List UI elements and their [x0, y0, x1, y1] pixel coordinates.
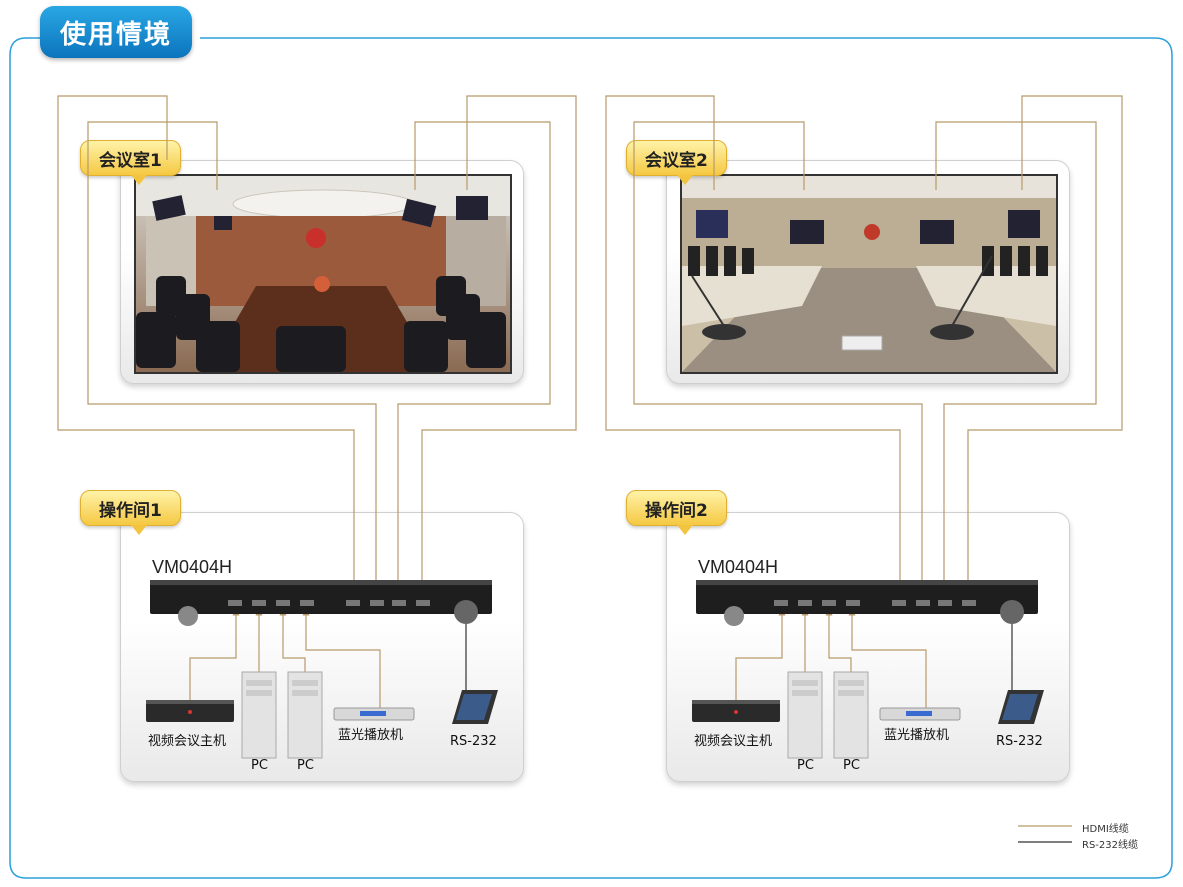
- ops1-video-conf-device: [146, 700, 234, 722]
- ops2-bluray-label: 蓝光播放机: [884, 728, 950, 743]
- ops1-pc2-tower: [287, 671, 323, 759]
- ops1-rs232-label: RS-232: [450, 734, 497, 749]
- ops1-model-label: VM0404H: [152, 557, 233, 577]
- ops2-pc2-label: PC: [843, 758, 860, 773]
- ops1-video-conf-label: 视频会议主机: [148, 734, 227, 749]
- room1-photo: [134, 174, 512, 374]
- ops1-pc1-label: PC: [251, 758, 268, 773]
- ops1-pc1-tower: [241, 671, 277, 759]
- page-title: 使用情境: [40, 6, 192, 58]
- ops2-video-conf-label: 视频会议主机: [694, 734, 773, 749]
- ops2-model-label: VM0404H: [698, 557, 779, 577]
- ops2-video-conf-device: [692, 700, 780, 722]
- ops2-rs232-label: RS-232: [996, 734, 1043, 749]
- ops1-switcher: [150, 580, 492, 626]
- room2-badge: 会议室2: [626, 140, 727, 185]
- ops1-bluray-device: [333, 707, 415, 721]
- ops1-touch-panel: [452, 690, 498, 724]
- ops2-pc1-label: PC: [797, 758, 814, 773]
- legend-rs232-label: RS-232线缆: [1082, 840, 1138, 851]
- ops2-switcher: [696, 580, 1038, 626]
- legend-hdmi-label: HDMI线缆: [1082, 824, 1129, 835]
- room2-photo: [680, 174, 1058, 374]
- ops1-badge: 操作间1: [80, 490, 181, 535]
- ops2-pc2-tower: [833, 671, 869, 759]
- ops2-bluray-device: [879, 707, 961, 721]
- ops2-touch-panel: [998, 690, 1044, 724]
- ops2-pc1-tower: [787, 671, 823, 759]
- ops2-badge: 操作间2: [626, 490, 727, 535]
- ops1-bluray-label: 蓝光播放机: [338, 728, 404, 743]
- ops1-pc2-label: PC: [297, 758, 314, 773]
- room1-badge: 会议室1: [80, 140, 181, 185]
